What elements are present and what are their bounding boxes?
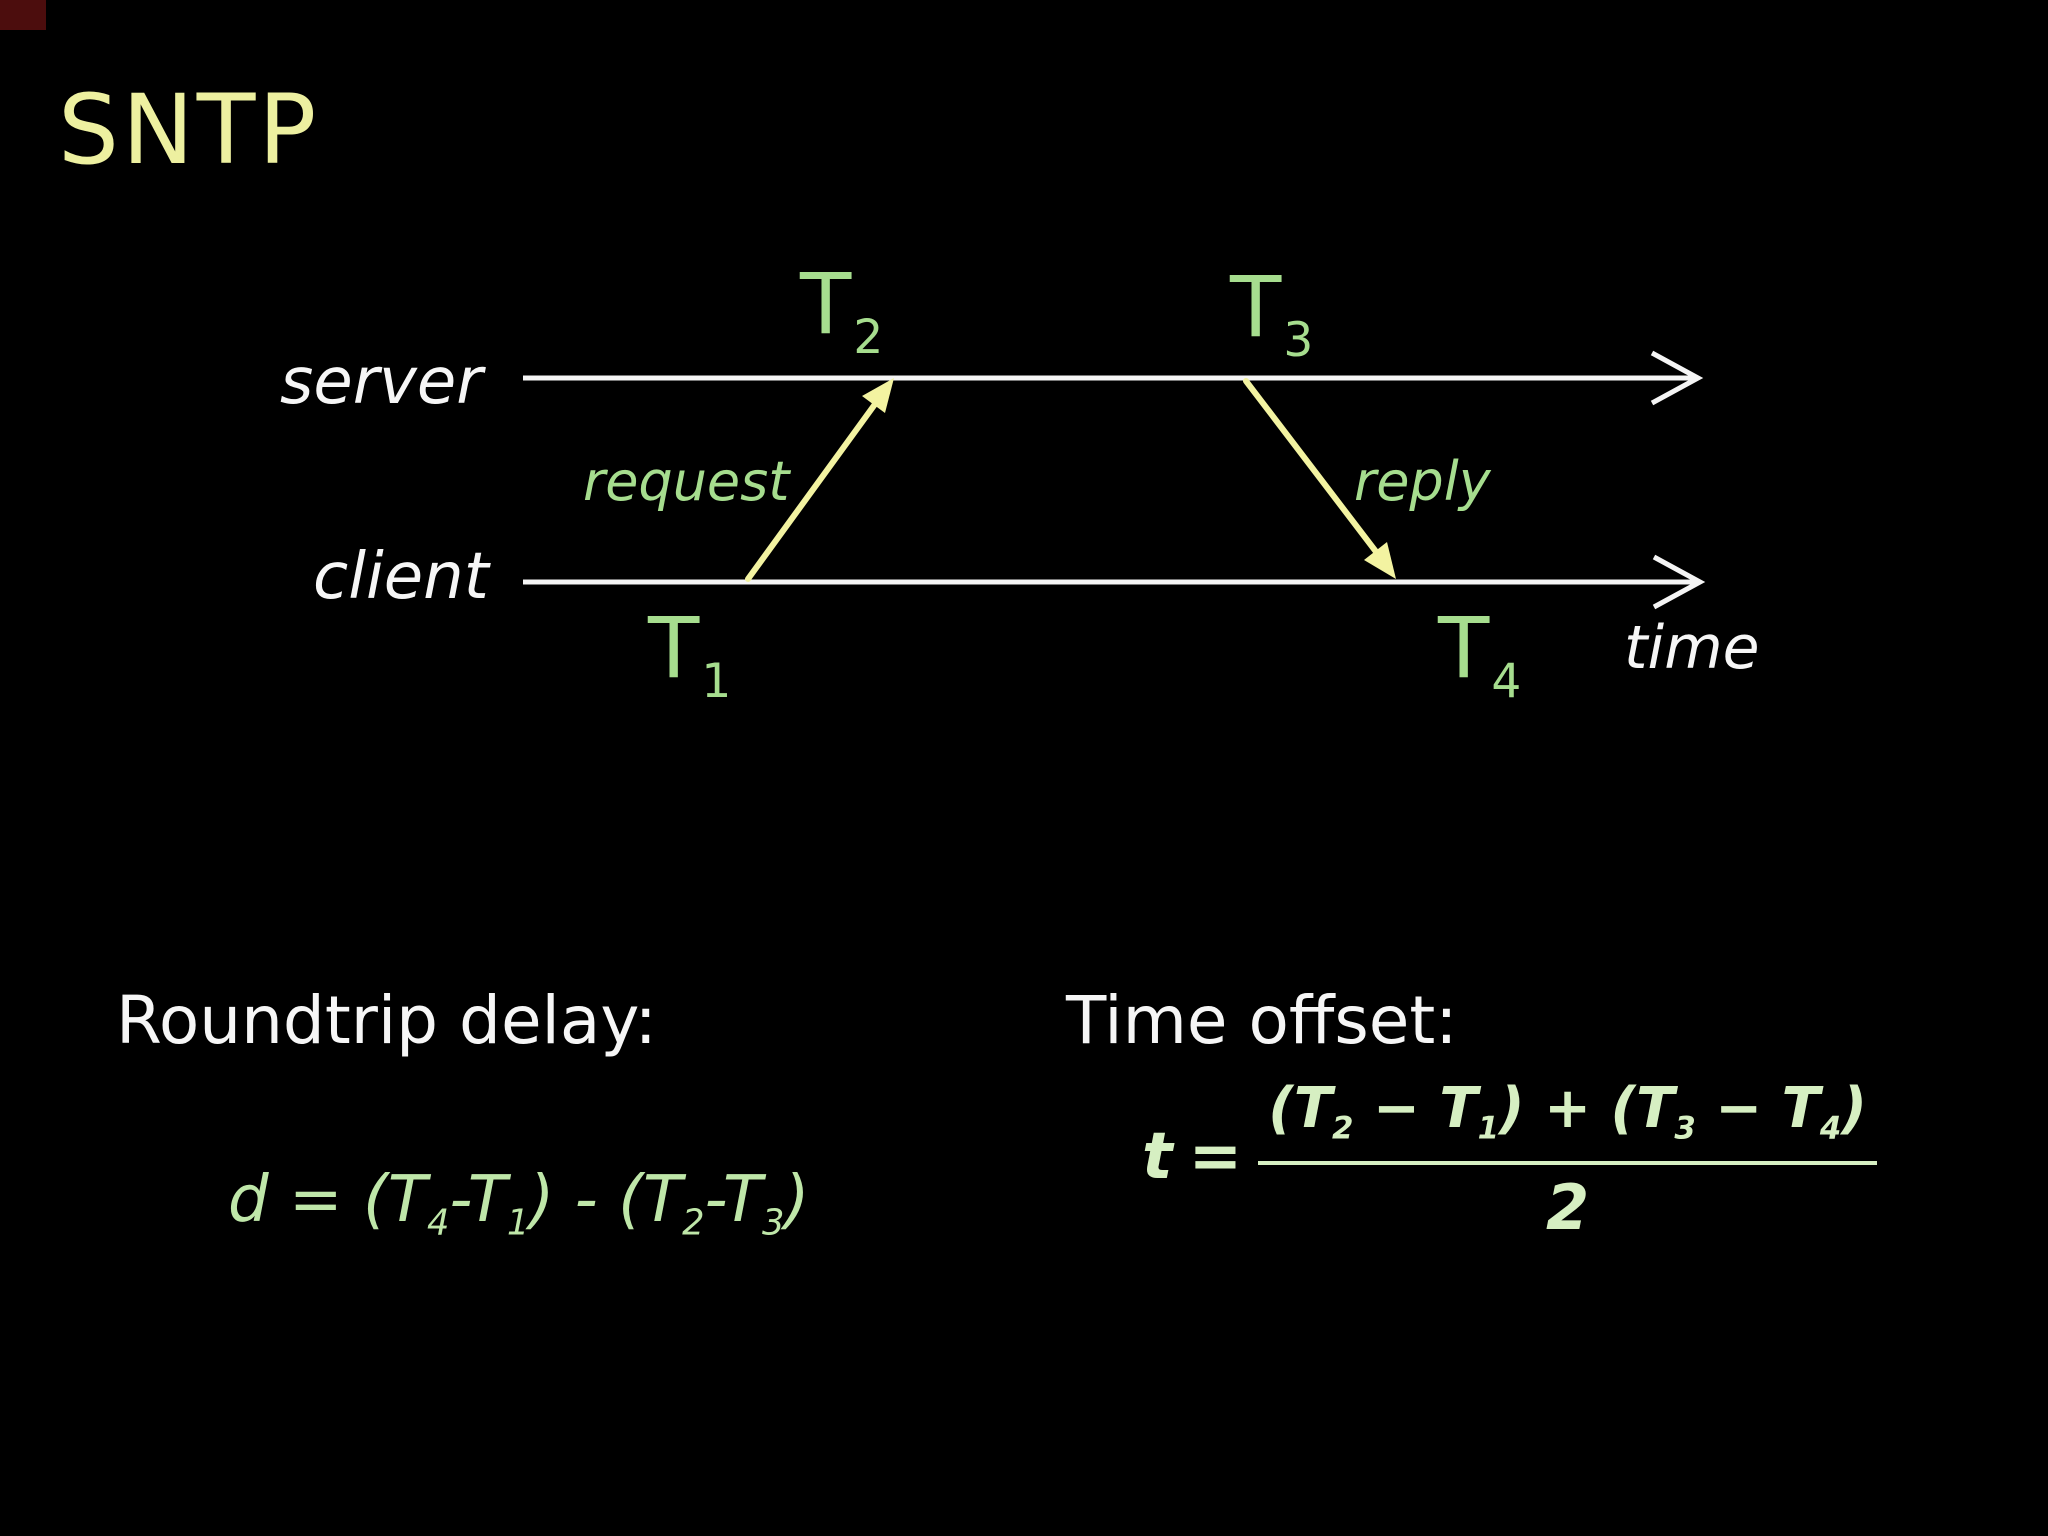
client-lane-label: client: [313, 540, 489, 614]
timestamp-t1-base: T: [648, 599, 700, 697]
timestamp-t4: T4: [1438, 606, 1521, 705]
time-axis-label: time: [1624, 613, 1760, 683]
server-timeline-arrowhead-icon: [1650, 350, 1704, 406]
recording-artifact: [0, 0, 46, 30]
offset-formula-variable: t: [1142, 1119, 1173, 1194]
slide-title: SNTP: [58, 74, 320, 186]
offset-formula-equals: =: [1188, 1119, 1243, 1194]
roundtrip-formula-part: d = (T: [228, 1163, 427, 1237]
timestamp-t1-sub: 1: [701, 653, 732, 709]
timestamp-t4-sub: 4: [1491, 653, 1522, 709]
offset-formula-fraction: (T2 − T1) + (T3 − T4) 2: [1258, 1075, 1877, 1239]
request-label: request: [583, 450, 790, 513]
timestamp-t3: T3: [1230, 265, 1313, 364]
roundtrip-formula-sub: 3: [762, 1202, 785, 1244]
offset-formula-lhs: t=: [1142, 1125, 1242, 1189]
offset-numerator-sub: 2: [1332, 1110, 1354, 1147]
request-arrow: [745, 397, 881, 582]
timestamp-t2-sub: 2: [853, 309, 884, 365]
reply-arrow: [1243, 378, 1380, 556]
offset-numerator-part: − T: [1695, 1076, 1820, 1141]
roundtrip-formula-part: -T: [449, 1163, 507, 1237]
timestamp-t4-base: T: [1438, 599, 1490, 697]
server-lane-label: server: [280, 345, 483, 419]
offset-heading: Time offset:: [1066, 982, 1458, 1059]
timestamp-t1: T1: [648, 606, 731, 705]
offset-numerator-part: ) + (T: [1499, 1076, 1675, 1141]
offset-formula-denominator: 2: [1546, 1170, 1590, 1244]
roundtrip-formula-sub: 4: [427, 1202, 450, 1244]
offset-numerator-sub: 4: [1819, 1110, 1842, 1147]
roundtrip-formula-part: -T: [704, 1163, 763, 1237]
offset-numerator-sub: 1: [1477, 1110, 1500, 1147]
roundtrip-formula-part: ) - (T: [529, 1163, 683, 1237]
roundtrip-heading: Roundtrip delay:: [116, 982, 657, 1059]
offset-numerator-part: − T: [1353, 1076, 1478, 1141]
offset-formula: t= (T2 − T1) + (T3 − T4) 2: [1142, 1075, 1877, 1239]
client-timeline-arrowhead-icon: [1652, 554, 1706, 610]
roundtrip-formula-sub: 2: [682, 1202, 705, 1244]
offset-numerator-part: ): [1841, 1076, 1867, 1141]
roundtrip-formula-sub: 1: [506, 1202, 530, 1244]
roundtrip-formula: d = (T4-T1) - (T2-T3): [228, 1168, 809, 1241]
reply-label: reply: [1354, 450, 1491, 513]
timestamp-t2-base: T: [800, 255, 852, 353]
offset-formula-numerator: (T2 − T1) + (T3 − T4): [1258, 1075, 1877, 1161]
timestamp-t3-sub: 3: [1283, 312, 1314, 368]
timestamp-t3-base: T: [1230, 258, 1282, 356]
offset-numerator-sub: 3: [1674, 1110, 1696, 1147]
timestamp-t2: T2: [800, 262, 883, 361]
offset-formula-fraction-bar: [1258, 1160, 1877, 1165]
request-arrowhead-icon: [862, 378, 894, 413]
roundtrip-formula-part: ): [784, 1163, 810, 1237]
reply-arrowhead-icon: [1364, 542, 1396, 579]
offset-numerator-part: (T: [1268, 1076, 1333, 1141]
